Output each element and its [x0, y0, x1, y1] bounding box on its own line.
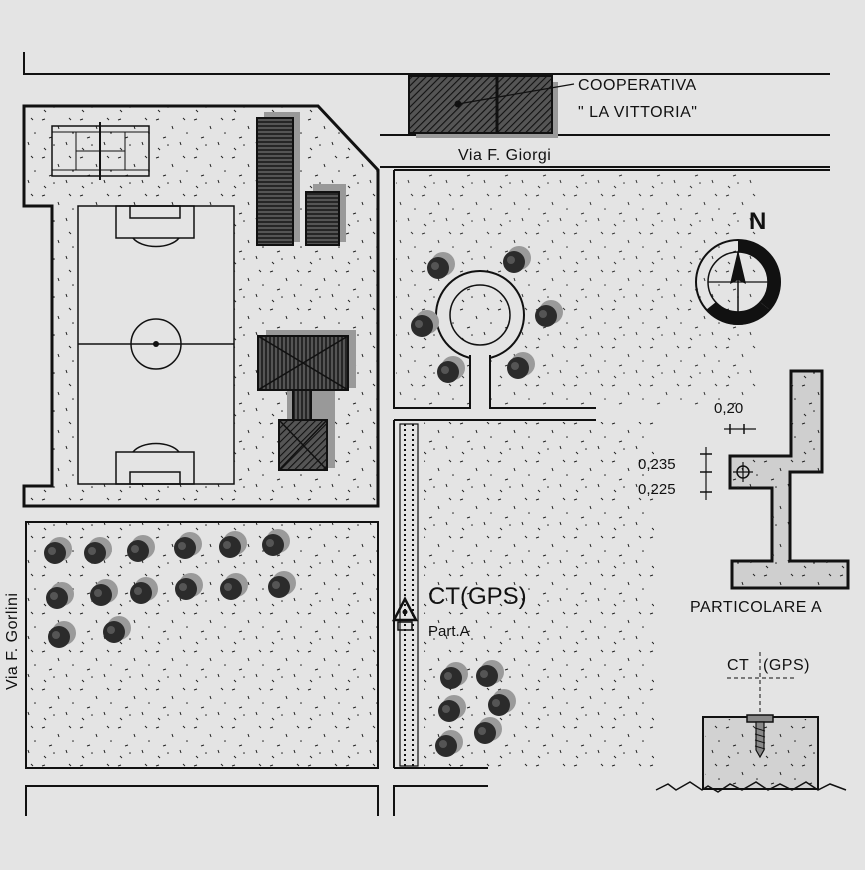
tennis-court	[51, 122, 150, 180]
cooperativa-label-line2: " LA VITTORIA"	[578, 104, 697, 121]
ct-gps-label: CT(GPS)	[428, 583, 527, 610]
tree-icon	[503, 246, 531, 273]
football-pitch	[77, 205, 235, 485]
cooperativa-building	[408, 75, 575, 138]
lower-left-block	[25, 521, 379, 769]
roundabout-inner	[449, 284, 511, 346]
tree-icon	[488, 689, 516, 716]
dimension-height-upper: 0,235	[638, 456, 676, 473]
tree-icon	[48, 621, 76, 648]
ct-detail-label: CT	[727, 657, 749, 674]
survey-bolt-icon	[655, 652, 847, 793]
part-a-label: Part.A	[428, 623, 470, 640]
tree-icon	[268, 571, 296, 598]
tree-icon	[535, 300, 563, 327]
north-label: N	[749, 208, 766, 235]
tree-icon	[103, 616, 131, 643]
tree-icon	[437, 356, 465, 383]
dimension-height-lower: 0,225	[638, 481, 676, 498]
tree-icon	[262, 529, 290, 556]
tree-icon	[435, 730, 463, 757]
tree-icon	[474, 717, 502, 744]
tree-icon	[440, 662, 468, 689]
tree-icon	[44, 537, 72, 564]
particolare-a-detail	[700, 369, 850, 590]
tree-icon	[174, 532, 202, 559]
triangle-marker-icon	[391, 596, 419, 631]
tree-icon	[476, 660, 504, 687]
tree-group	[44, 246, 563, 757]
tree-icon	[84, 537, 112, 564]
tree-icon	[438, 695, 466, 722]
footpath	[399, 423, 419, 767]
tree-icon	[507, 352, 535, 379]
bottom-block-left	[25, 785, 379, 816]
cooperativa-label-line1: COOPERATIVA	[578, 77, 697, 94]
building-small-north	[305, 184, 346, 246]
tree-icon	[90, 579, 118, 606]
tree-icon	[219, 531, 247, 558]
gps-detail-label: (GPS)	[763, 657, 810, 674]
tree-icon	[175, 573, 203, 600]
tree-icon	[427, 252, 455, 279]
tree-icon	[46, 582, 74, 609]
via-gorlini-label: Via F. Gorlini	[4, 593, 21, 690]
building-complex-south	[257, 330, 356, 471]
sports-complex	[22, 104, 380, 508]
particolare-a-label: PARTICOLARE A	[690, 599, 822, 616]
building-tall-north	[256, 112, 300, 246]
via-giorgi-label: Via F. Giorgi	[458, 147, 551, 164]
tree-icon	[220, 573, 248, 600]
dimension-width: 0,20	[714, 400, 743, 417]
road-edge-top	[23, 52, 830, 75]
tree-icon	[411, 310, 439, 337]
tree-icon	[127, 535, 155, 562]
compass-rose-icon	[695, 239, 781, 325]
bottom-block-right	[393, 785, 488, 816]
tree-icon	[130, 577, 158, 604]
